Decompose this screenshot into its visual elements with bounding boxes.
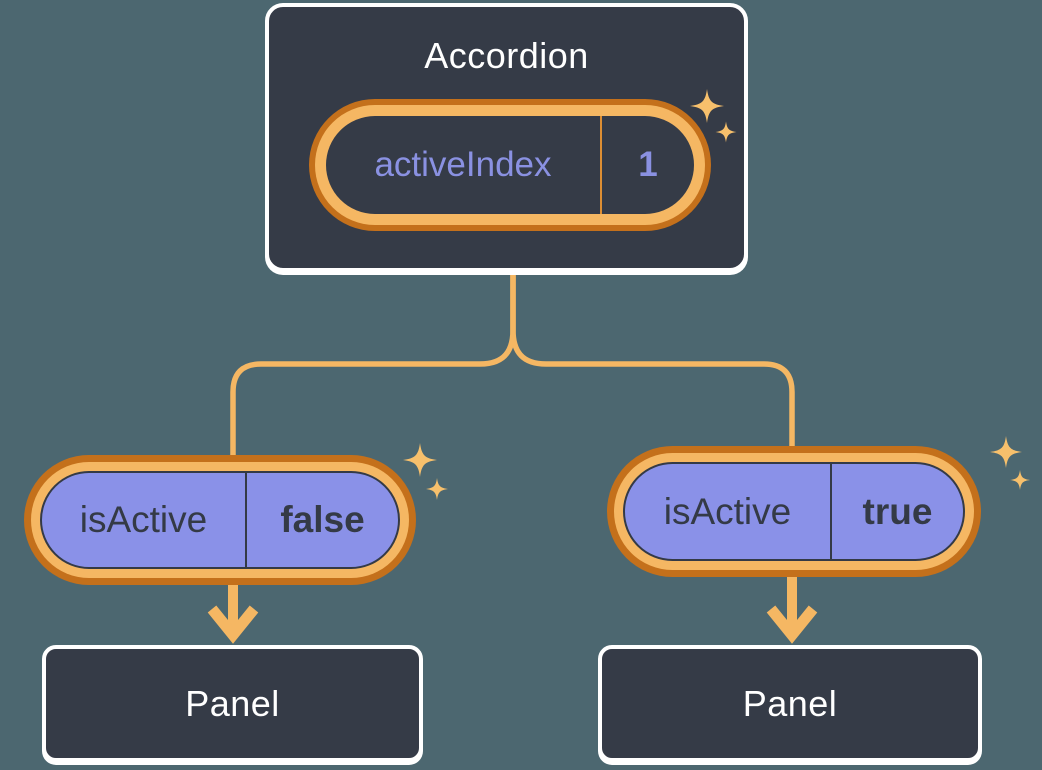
- prop-name-label: isActive: [79, 499, 208, 540]
- pill-divider: [600, 116, 602, 214]
- state-name-cell: activeIndex: [326, 116, 600, 214]
- prop-name-cell: isActive: [42, 473, 245, 567]
- state-value-cell: 1: [602, 116, 694, 214]
- panel-component-box-right: Panel: [598, 645, 982, 762]
- accordion-title: Accordion: [424, 35, 589, 76]
- prop-name-label: isActive: [663, 490, 792, 532]
- prop-pill-is-active-left: isActive false: [40, 471, 400, 569]
- panel-component-box-left: Panel: [42, 645, 423, 762]
- prop-value-cell: false: [247, 473, 398, 567]
- prop-value-cell: true: [832, 464, 963, 559]
- state-pill-active-index: activeIndex 1: [326, 116, 694, 214]
- panel-title: Panel: [185, 682, 280, 724]
- connector-left-branch: [230, 268, 516, 472]
- pill-divider: [245, 473, 247, 567]
- state-value-label: 1: [638, 145, 658, 184]
- prop-value-label: true: [862, 490, 933, 532]
- arrow-down-icon: [766, 574, 818, 644]
- prop-name-cell: isActive: [625, 464, 830, 559]
- panel-title: Panel: [742, 682, 838, 724]
- state-name-label: activeIndex: [374, 145, 552, 184]
- prop-value-label: false: [280, 499, 365, 540]
- pill-divider: [830, 464, 832, 559]
- prop-pill-is-active-right: isActive true: [623, 462, 965, 561]
- connector-right-branch: [510, 268, 795, 464]
- arrow-down-icon: [207, 582, 259, 644]
